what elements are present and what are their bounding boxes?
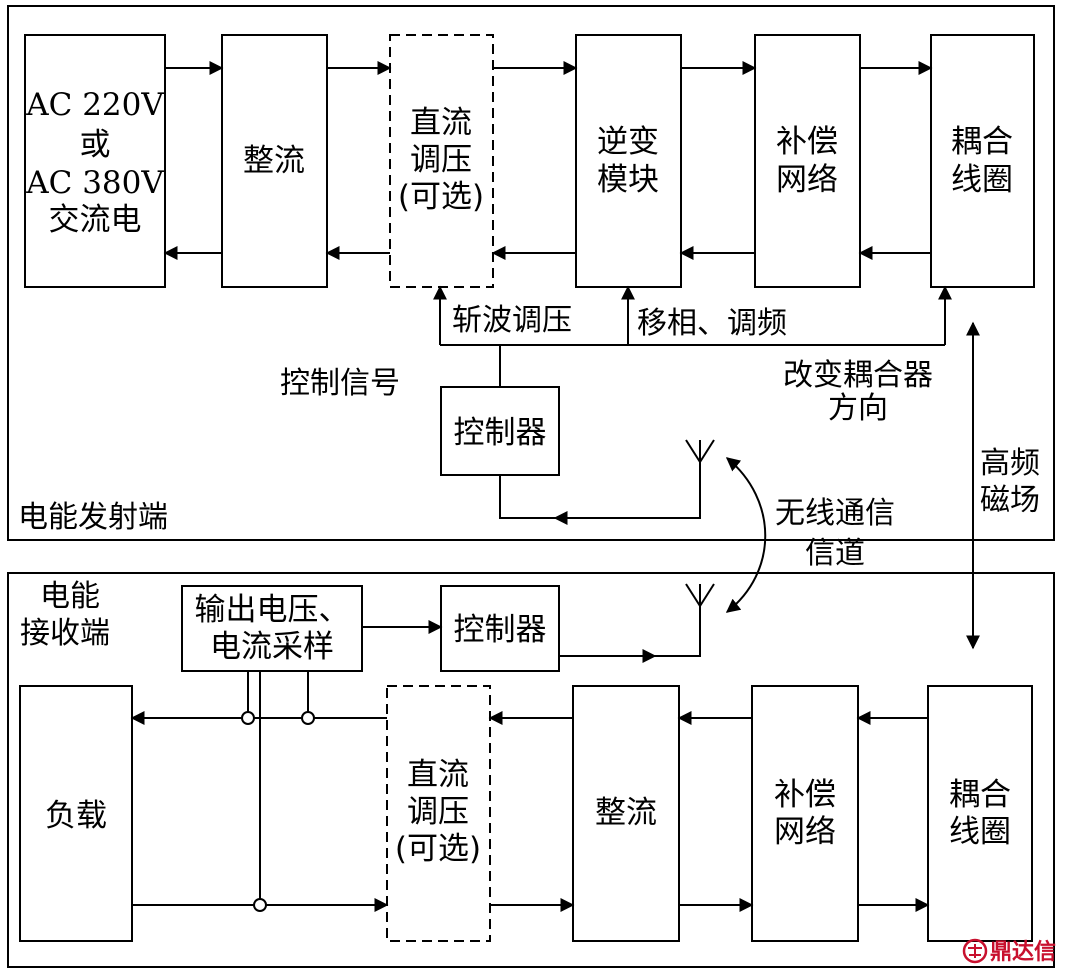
tx-section-label: 电能发射端: [18, 500, 168, 535]
coupler-direction-line-1: 改变耦合器: [783, 358, 933, 393]
tx-coupling-coil-block: [930, 34, 1035, 288]
rx-compensation-line-2: 网络: [774, 814, 836, 850]
rx-controller-label: 控制器: [454, 612, 547, 648]
magnetic-label-line-2: 磁场: [980, 483, 1040, 518]
rx-compensation-line-1: 补偿: [774, 777, 836, 813]
voltage-tap-2: [301, 711, 315, 725]
tx-controller-block: [440, 386, 560, 476]
wireless-link-arrow: [725, 457, 767, 613]
tx-dc-regulator-line-1: 直流: [410, 105, 472, 141]
tx-dc-regulator-line-2: 调压: [410, 142, 472, 178]
wireless-label-line-2: 信道: [805, 536, 865, 571]
rx-dc-regulator-line-2: 调压: [407, 794, 469, 830]
sampling-block: [181, 585, 363, 672]
tx-compensation-block: [754, 34, 861, 288]
load-block: [19, 685, 133, 942]
current-tap: [253, 898, 267, 912]
rx-coupling-coil-line-1: 耦合: [949, 777, 1011, 813]
rx-dc-regulator-line-1: 直流: [407, 757, 469, 793]
voltage-tap-1: [241, 711, 255, 725]
ac-source-line-1: AC 220V: [25, 87, 164, 123]
inverter-line-1: 逆变: [597, 124, 659, 160]
sampling-line-1: 输出电压、: [195, 592, 350, 628]
rx-antenna-icon: [685, 583, 715, 607]
ac-source-line-3: AC 380V: [25, 165, 164, 201]
rx-rectifier-label: 整流: [595, 795, 657, 831]
tx-dc-regulator-line-3: (可选): [398, 179, 484, 215]
tx-coupling-coil-line-2: 线圈: [951, 162, 1013, 198]
tx-compensation-line-2: 网络: [776, 162, 838, 198]
load-label: 负载: [45, 798, 107, 834]
watermark-logo-icon: [962, 938, 988, 964]
rx-coupling-coil-line-2: 线圈: [949, 814, 1011, 850]
tx-rectifier-label: 整流: [243, 143, 305, 179]
tx-compensation-line-1: 补偿: [776, 124, 838, 160]
ac-source-block: [24, 34, 166, 288]
rx-section-label-line-2: 接收端: [20, 616, 110, 651]
rx-section-label-line-1: 电能: [40, 579, 100, 614]
inverter-line-2: 模块: [597, 162, 659, 198]
ac-source-line-4: 交流电: [49, 202, 142, 238]
rx-coupling-coil-block: [927, 685, 1033, 942]
wireless-label-line-1: 无线通信: [775, 496, 895, 531]
chopper-label: 斩波调压: [452, 303, 572, 338]
rx-dc-regulator-line-3: (可选): [395, 831, 481, 867]
rx-rectifier-block: [572, 685, 680, 942]
tx-antenna-icon: [685, 439, 715, 463]
coupler-direction-line-2: 方向: [828, 391, 888, 426]
tx-dc-regulator-block: [389, 34, 494, 288]
tx-coupling-coil-line-1: 耦合: [951, 124, 1013, 160]
watermark-text: 鼎达信: [990, 939, 1056, 965]
ac-source-line-2: 或: [80, 127, 111, 163]
rx-dc-regulator-block: [386, 685, 491, 942]
phase-shift-label: 移相、调频: [637, 306, 787, 341]
control-signal-label: 控制信号: [280, 366, 400, 401]
rx-compensation-block: [751, 685, 859, 942]
tx-rectifier-block: [221, 34, 328, 288]
magnetic-label-line-1: 高频: [980, 446, 1040, 481]
sampling-line-2: 电流采样: [210, 629, 334, 665]
inverter-block: [575, 34, 682, 288]
tx-controller-label: 控制器: [454, 415, 547, 451]
